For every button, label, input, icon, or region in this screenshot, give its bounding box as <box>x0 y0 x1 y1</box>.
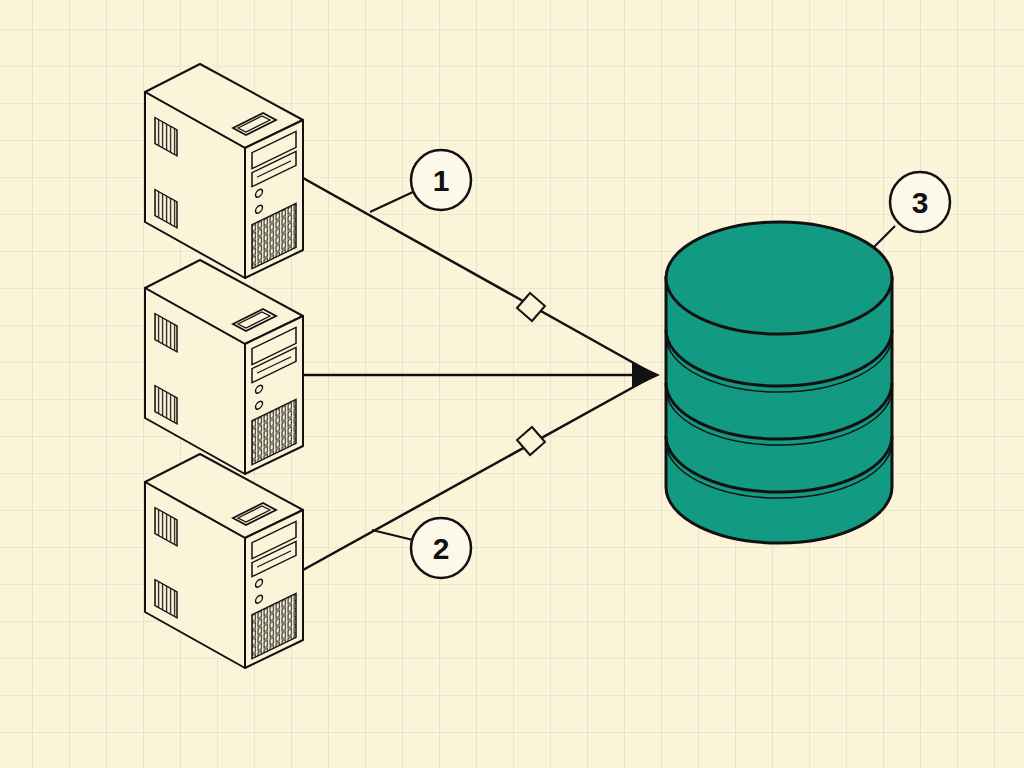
arrowhead <box>632 362 660 388</box>
connection-lines <box>303 178 648 570</box>
callout-number: 3 <box>892 183 948 223</box>
callout-circle <box>411 150 950 578</box>
callout-number: 2 <box>413 529 469 569</box>
line-diamond <box>517 293 545 455</box>
callout-leaders <box>370 192 895 540</box>
callout-number: 1 <box>413 161 469 201</box>
database-cylinder <box>666 222 892 543</box>
